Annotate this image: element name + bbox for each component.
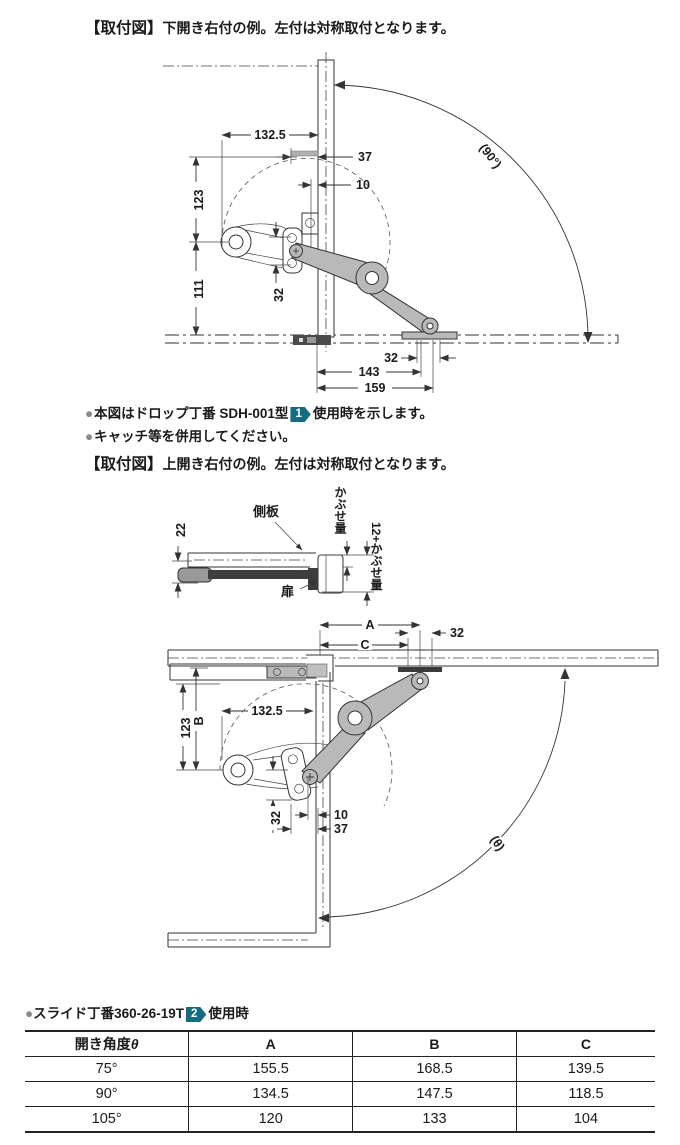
dim-32-top: 32 <box>395 626 464 666</box>
svg-text:123: 123 <box>192 190 206 211</box>
dim-143: 143 <box>316 365 422 379</box>
svg-text:32: 32 <box>269 811 283 825</box>
svg-text:A: A <box>365 618 374 632</box>
opening-arc: (90°) <box>333 80 593 343</box>
svg-text:159: 159 <box>365 381 386 395</box>
svg-text:111: 111 <box>192 279 206 299</box>
plate-edge <box>290 150 319 157</box>
svg-text:143: 143 <box>359 365 380 379</box>
col-header-angle: 開き角度θ <box>25 1030 190 1057</box>
svg-text:B: B <box>192 716 206 725</box>
dim-32-plate: 32 <box>269 222 291 307</box>
bullet-icon: ● <box>85 429 94 444</box>
table-header-row: 開き角度θ A B C <box>25 1030 655 1057</box>
stay-arm <box>301 667 442 785</box>
svg-text:22: 22 <box>174 523 188 537</box>
cabinet-lines <box>167 649 659 948</box>
section2-heading: 【取付図】上開き右付の例。左付は対称取付となります。 <box>85 452 455 474</box>
ref-badge-1: 1 <box>290 407 311 422</box>
swing-circle <box>219 683 393 807</box>
label-side-panel: 側板 <box>252 504 280 519</box>
table-row: 90° 134.5 147.5 118.5 <box>25 1081 655 1107</box>
dim-overlay: かぶせ量 12+かぶせ量 <box>320 486 383 606</box>
bullet-icon: ● <box>85 406 94 421</box>
label-door: 扉 <box>281 584 294 599</box>
label-overlay12: 12+かぶせ量 <box>369 522 383 590</box>
svg-text:32: 32 <box>450 626 464 640</box>
ref-badge-2: 2 <box>185 1007 207 1022</box>
col-header-b: B <box>352 1030 517 1057</box>
col-header-a: A <box>188 1030 354 1057</box>
door-panel <box>315 672 331 947</box>
note-catch: ●キャッチ等を併用してください。 <box>85 429 296 444</box>
diagram-drop-door: (90°) <box>163 52 619 395</box>
swing-circle <box>221 158 391 285</box>
svg-text:37: 37 <box>334 822 348 836</box>
svg-text:10: 10 <box>334 808 348 822</box>
heading-text: 上開き右付の例。左付は対称取付となります。 <box>162 456 455 472</box>
col-header-c: C <box>515 1030 655 1057</box>
table-row: 75° 155.5 168.5 139.5 <box>25 1056 655 1082</box>
dim-123: 123 <box>177 683 193 771</box>
svg-text:123: 123 <box>179 718 193 739</box>
dim-37-bottom: 37 <box>277 804 348 836</box>
section1-heading: 【取付図】下開き右付の例。左付は対称取付となります。 <box>85 16 455 38</box>
dim-159: 159 <box>316 381 434 395</box>
label-overlay: かぶせ量 <box>333 486 347 534</box>
heading-text: 下開き右付の例。左付は対称取付となります。 <box>162 20 455 36</box>
svg-text:32: 32 <box>384 351 398 365</box>
svg-text:132.5: 132.5 <box>254 128 285 142</box>
drop-hinge <box>220 212 319 274</box>
stay-arm <box>289 242 458 340</box>
cabinet-lines <box>163 65 619 344</box>
svg-text:132.5: 132.5 <box>251 704 282 718</box>
dim-A: A <box>319 618 421 666</box>
heading-bracket: 【取付図】 <box>85 456 163 473</box>
dim-22: 22 <box>172 523 198 598</box>
dim-10: 10 <box>298 178 370 248</box>
dim-1325: 132.5 <box>221 704 314 760</box>
dim-111: 111 <box>190 241 206 336</box>
angle-spec-table: 開き角度θ A B C 75° 155.5 168.5 139.5 90° 13… <box>25 1030 655 1133</box>
catch-plate <box>293 335 331 345</box>
door-panel <box>317 52 335 352</box>
bullet-icon: ● <box>25 1006 34 1021</box>
open-door <box>169 654 334 682</box>
svg-text:10: 10 <box>356 178 370 192</box>
svg-text:C: C <box>360 638 369 652</box>
dim-123: 123 <box>189 156 297 243</box>
svg-text:37: 37 <box>358 150 372 164</box>
dim-10-bottom: 10 <box>295 778 348 822</box>
svg-text:32: 32 <box>272 288 286 302</box>
dim-32-bottom: 32 <box>266 756 292 833</box>
dim-C: C <box>319 638 409 652</box>
table-row: 105° 120 133 104 <box>25 1106 655 1133</box>
heading-bracket: 【取付図】 <box>85 20 163 37</box>
dim-1325: 132.5 <box>221 128 319 248</box>
cross-section: 側板 扉 22 <box>172 486 383 606</box>
drop-hinge <box>222 742 335 801</box>
diagram-lift-door: 側板 扉 22 <box>167 486 659 948</box>
